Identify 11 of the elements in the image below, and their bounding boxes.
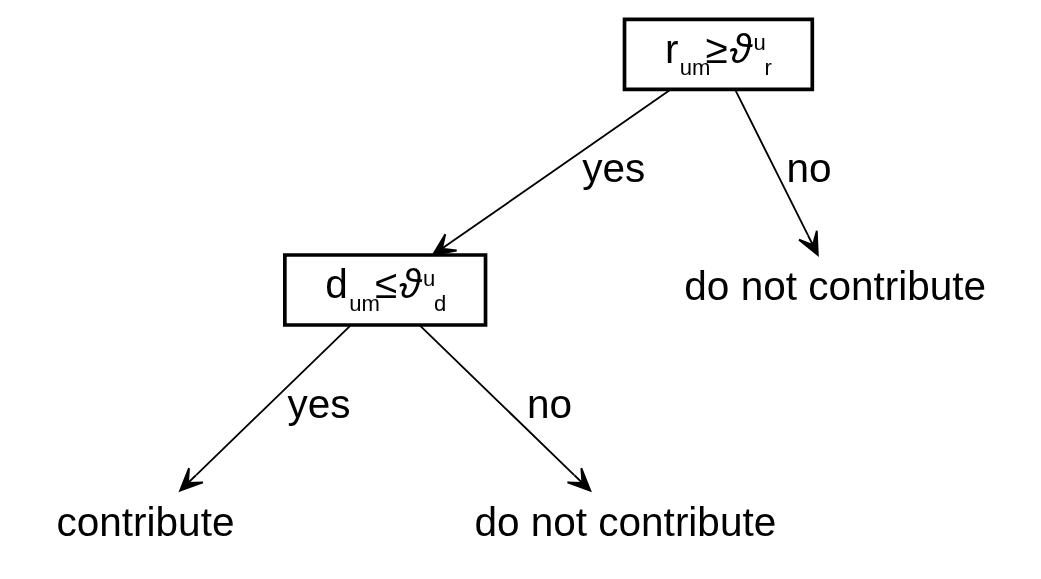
node-text: contribute: [56, 498, 235, 545]
node-text: do not contribute: [474, 498, 777, 545]
edge-label: no: [526, 380, 573, 427]
edge-label: yes: [582, 144, 646, 191]
arrow: [431, 88, 672, 256]
node-text: do not contribute: [684, 262, 987, 309]
arrow: [734, 88, 819, 256]
edge-label: yes: [287, 380, 351, 427]
arrow: [418, 323, 592, 492]
arrow: [179, 323, 352, 492]
edge-label: no: [786, 144, 832, 191]
